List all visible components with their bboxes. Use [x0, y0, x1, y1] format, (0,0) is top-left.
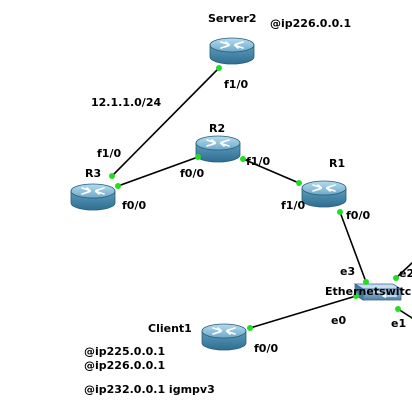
router-icon	[195, 135, 241, 163]
port-dot-r3-f0-0	[115, 183, 121, 189]
link-r2-r1[interactable]	[242, 158, 300, 184]
port-dot-switch-e3	[363, 279, 369, 285]
port-dot-switch-e2	[393, 275, 399, 281]
router-server2[interactable]	[209, 37, 255, 65]
server2-ip-note: @ip226.0.0.1	[270, 17, 352, 30]
router-icon	[201, 323, 247, 351]
r1-iface-f1-0-label: f1/0	[281, 199, 306, 212]
server2-iface-label: f1/0	[224, 78, 249, 91]
switch-icon	[353, 283, 403, 301]
r3-iface-f1-0-label: f1/0	[97, 147, 122, 160]
switch-port-e3-label: e3	[340, 265, 356, 278]
router-icon	[209, 37, 255, 65]
client1-name-label: Client1	[148, 322, 192, 335]
ethernet-switch[interactable]	[353, 283, 403, 301]
client-group-note-1: @ip225.0.0.1	[84, 345, 166, 358]
server2-name-label: Server2	[208, 12, 257, 25]
router-r3[interactable]	[70, 183, 116, 211]
r3-name-label: R3	[85, 167, 102, 180]
r1-iface-f0-0-label: f0/0	[346, 209, 371, 222]
router-r2[interactable]	[195, 135, 241, 163]
port-dot-r1-f0-0	[337, 209, 343, 215]
switch-name-label: Ethernetswitch	[325, 285, 412, 298]
port-dots	[109, 65, 401, 331]
switch-port-e1-label: e1	[391, 317, 407, 330]
r2-iface-f1-0-label: f1/0	[246, 155, 271, 168]
port-dot-switch-e1	[395, 306, 401, 312]
client-group-note-2: @ip226.0.0.1	[84, 359, 166, 372]
port-dot-r2-f0-0	[195, 154, 201, 160]
port-dot-r1-f1-0	[296, 180, 302, 186]
link-r3-r2[interactable]	[117, 156, 199, 187]
client1-iface-label: f0/0	[254, 342, 279, 355]
port-dot-client1-f0-0	[247, 325, 253, 331]
link-r1-switch[interactable]	[339, 211, 367, 283]
r2-iface-f0-0-label: f0/0	[180, 167, 205, 180]
r1-name-label: R1	[329, 157, 346, 170]
link-switch-client1[interactable]	[249, 295, 357, 329]
switch-port-e0-label: e0	[331, 314, 347, 327]
link-switch-east-e2[interactable]	[395, 262, 412, 279]
router-icon	[70, 183, 116, 211]
r3-iface-f0-0-label: f0/0	[122, 199, 147, 212]
client-group-note-3: @ip232.0.0.1 igmpv3	[84, 383, 215, 396]
port-dot-server2-f1-0	[216, 65, 222, 71]
router-icon	[301, 180, 347, 208]
switch-port-e2-label: e2	[399, 267, 412, 280]
port-dot-r2-f1-0	[240, 156, 246, 162]
router-client1[interactable]	[201, 323, 247, 351]
network-label-r3-server2: 12.1.1.0/24	[91, 96, 162, 109]
port-dot-r3-f1-0	[109, 173, 115, 179]
router-r1[interactable]	[301, 180, 347, 208]
port-dot-switch-e0	[353, 293, 359, 299]
r2-name-label: R2	[209, 122, 226, 135]
link-r3-server2[interactable]	[111, 67, 220, 177]
links	[111, 67, 412, 329]
